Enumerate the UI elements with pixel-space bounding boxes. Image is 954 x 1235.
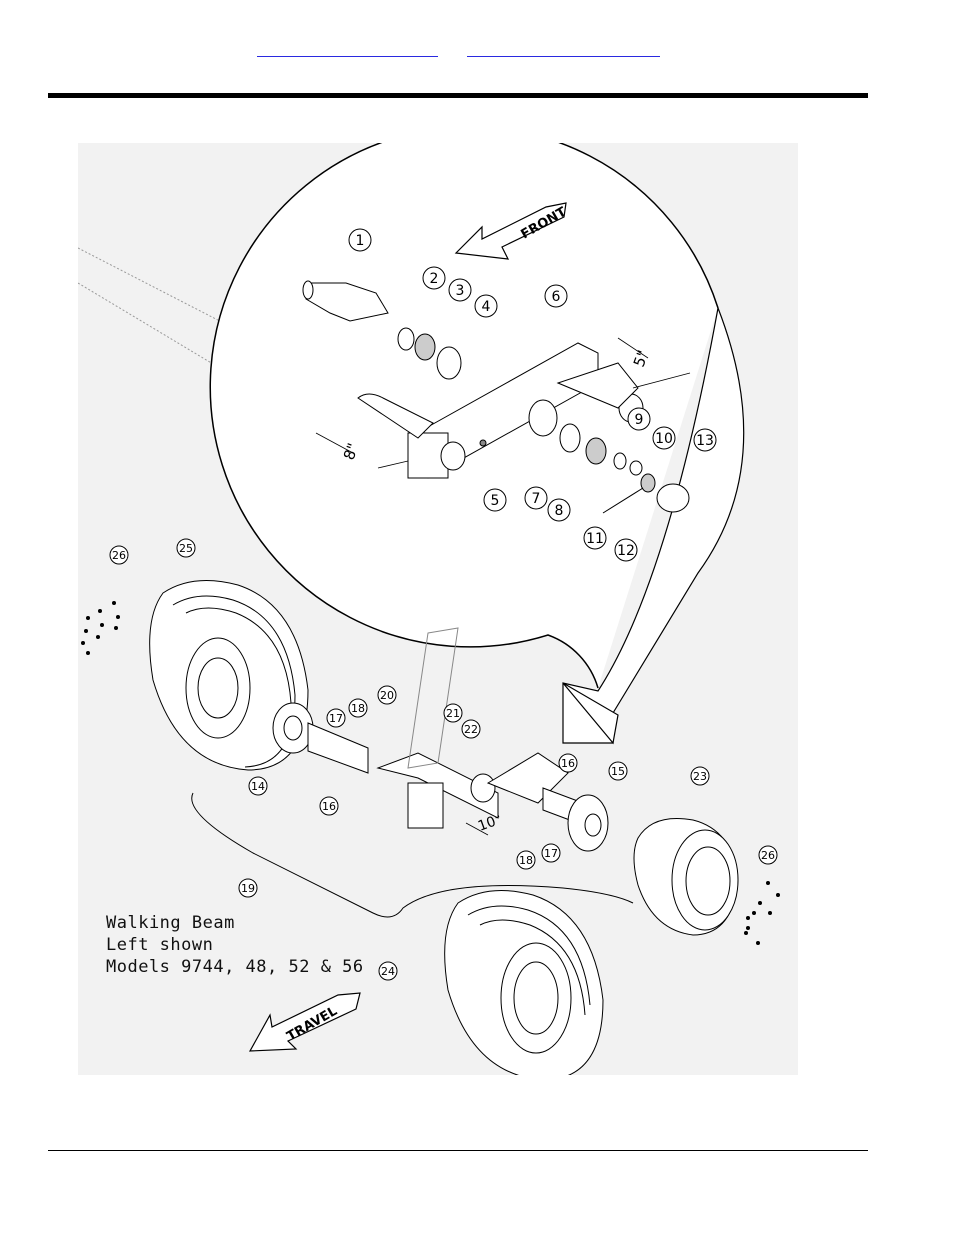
svg-text:18: 18 xyxy=(351,702,365,715)
svg-text:16: 16 xyxy=(322,800,336,813)
caption-line-2: Left shown xyxy=(106,935,214,955)
svg-text:23: 23 xyxy=(693,770,707,783)
tire-24 xyxy=(444,890,604,1081)
svg-text:21: 21 xyxy=(446,707,460,720)
svg-text:8: 8 xyxy=(555,503,564,519)
svg-text:19: 19 xyxy=(241,882,255,895)
header-rule xyxy=(48,93,868,98)
figure-caption: Walking Beam Left shown Models 9744, 48,… xyxy=(106,912,364,978)
svg-text:20: 20 xyxy=(380,689,394,702)
svg-text:22: 22 xyxy=(464,723,478,736)
svg-text:24: 24 xyxy=(381,965,395,978)
svg-text:5: 5 xyxy=(491,493,500,509)
svg-text:3: 3 xyxy=(456,283,465,299)
header-link-2[interactable] xyxy=(467,40,660,57)
left-wheel-25 xyxy=(149,580,309,771)
svg-text:18: 18 xyxy=(519,854,533,867)
svg-text:10": 10" xyxy=(476,811,504,834)
footer-rule xyxy=(48,1150,868,1151)
svg-text:4: 4 xyxy=(482,299,491,315)
svg-text:25: 25 xyxy=(179,542,193,555)
svg-text:15: 15 xyxy=(611,765,625,778)
svg-text:14: 14 xyxy=(251,780,265,793)
svg-text:26: 26 xyxy=(761,849,775,862)
svg-text:7: 7 xyxy=(532,491,541,507)
svg-text:10: 10 xyxy=(655,431,673,447)
svg-text:5": 5" xyxy=(630,348,653,370)
svg-text:17: 17 xyxy=(329,712,343,725)
rim-23 xyxy=(633,817,739,936)
svg-text:1: 1 xyxy=(356,233,365,249)
svg-text:6: 6 xyxy=(552,289,561,305)
svg-text:17: 17 xyxy=(544,847,558,860)
caption-line-1: Walking Beam xyxy=(106,913,235,933)
svg-text:11: 11 xyxy=(586,531,604,547)
exploded-view-drawing: FRONT 5" 8" 10" xyxy=(77,126,780,1081)
caption-line-3: Models 9744, 48, 52 & 56 xyxy=(106,957,364,977)
svg-text:9: 9 xyxy=(635,412,644,428)
parts-diagram: FRONT 5" 8" 10" xyxy=(77,126,798,1081)
svg-text:13: 13 xyxy=(696,433,714,449)
svg-text:2: 2 xyxy=(430,271,439,287)
svg-text:26: 26 xyxy=(112,549,126,562)
header-link-1[interactable] xyxy=(257,40,438,57)
svg-text:12: 12 xyxy=(617,543,635,559)
svg-text:8": 8" xyxy=(340,441,363,463)
svg-text:16: 16 xyxy=(561,757,575,770)
travel-arrow: TRAVEL xyxy=(248,992,361,1052)
